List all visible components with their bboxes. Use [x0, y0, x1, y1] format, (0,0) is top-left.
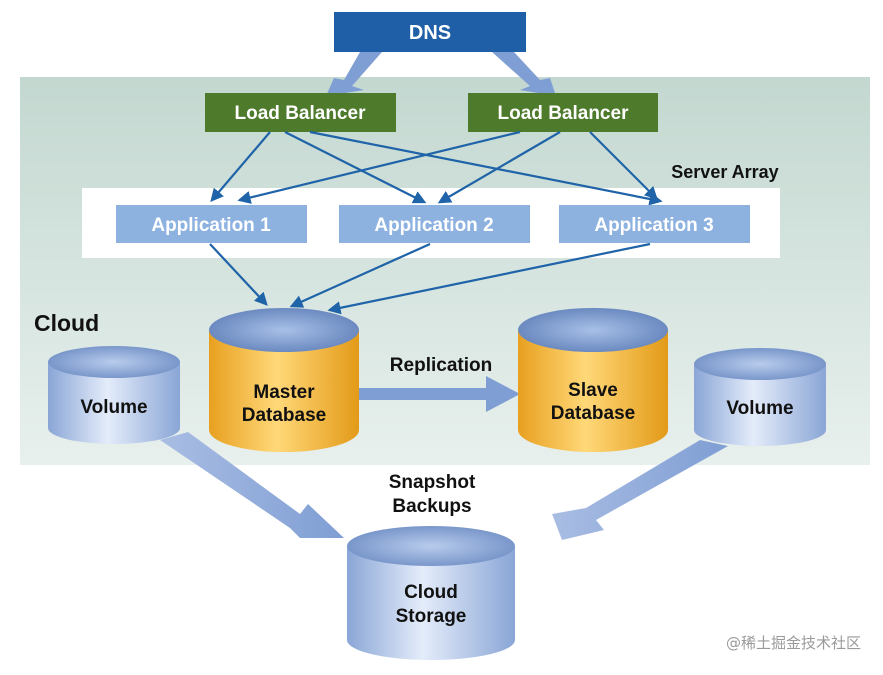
- load-balancer-2-label: Load Balancer: [498, 103, 630, 124]
- application-2-label: Application 2: [374, 215, 493, 236]
- lb-to-app-arrows: [210, 130, 663, 206]
- volume-2-cylinder: Volume: [694, 348, 826, 446]
- dns-box: [334, 12, 526, 52]
- application-3-box: [559, 205, 750, 243]
- volume-2-label: Volume: [726, 398, 793, 419]
- watermark-text: @稀土掘金技术社区: [725, 634, 861, 652]
- dns-to-lb1-arrow: [326, 52, 382, 96]
- dns-label: DNS: [409, 22, 451, 44]
- replication-arrow: [358, 376, 520, 412]
- application-1-label: Application 1: [151, 215, 271, 236]
- app-to-master-arrows: [209, 242, 651, 315]
- snapshot-label-line1: Snapshot: [389, 472, 476, 493]
- cloud-storage-label-line1: Cloud: [404, 582, 458, 603]
- application-3-label: Application 3: [594, 215, 713, 236]
- load-balancer-2: [468, 93, 658, 132]
- volume2-to-storage-arrow: [552, 440, 728, 540]
- dns-to-lb2-arrow: [492, 52, 556, 96]
- slave-database-label-line1: Slave: [568, 380, 618, 401]
- cloud-storage-cylinder: Cloud Storage: [347, 526, 515, 660]
- slave-database-cylinder: Slave Database: [518, 308, 668, 452]
- application-2-box: [339, 205, 530, 243]
- master-database-label-line1: Master: [253, 382, 315, 403]
- application-1-box: [116, 205, 307, 243]
- master-database-label-line2: Database: [242, 405, 327, 426]
- slave-database-label-line2: Database: [551, 403, 636, 424]
- master-database-cylinder: Master Database: [209, 308, 359, 452]
- load-balancer-1: [205, 93, 396, 132]
- replication-label: Replication: [390, 355, 492, 376]
- volume-1-label: Volume: [80, 397, 147, 418]
- volume-1-cylinder: Volume: [48, 346, 180, 444]
- snapshot-label-line2: Backups: [392, 496, 471, 517]
- server-array-label: Server Array: [671, 162, 778, 182]
- cloud-storage-label-line2: Storage: [396, 606, 467, 627]
- volume1-to-storage-arrow: [160, 432, 344, 538]
- load-balancer-1-label: Load Balancer: [235, 103, 367, 124]
- cloud-label: Cloud: [34, 310, 99, 336]
